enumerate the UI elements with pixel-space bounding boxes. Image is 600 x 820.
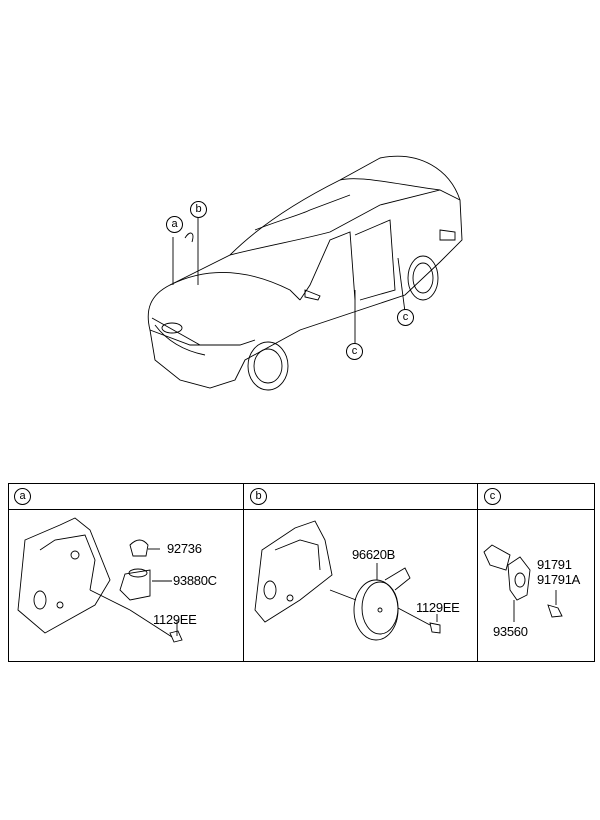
section-c (477, 509, 595, 662)
parts-table: a b c (8, 483, 595, 662)
part-label-1129EE: 1129EE (416, 600, 460, 615)
callout-c: c (346, 343, 363, 360)
part-92736-shape (129, 539, 149, 557)
door-switch-shape (507, 556, 531, 601)
part-label-91791: 91791 (537, 557, 572, 572)
section-header-c: c (477, 483, 595, 510)
section-b-marker: b (250, 488, 267, 505)
callout-a: a (166, 216, 183, 233)
part-label-92736: 92736 (167, 541, 202, 556)
section-a-marker: a (14, 488, 31, 505)
part-label-93880C: 93880C (173, 573, 217, 588)
part-label-93560: 93560 (493, 624, 528, 639)
section-c-marker: c (484, 488, 501, 505)
callout-c: c (397, 309, 414, 326)
callout-b: b (190, 201, 207, 218)
part-label-1129EE: 1129EE (153, 612, 197, 627)
part-label-96620B: 96620B (352, 547, 396, 562)
part-label-91791A: 91791A (537, 572, 581, 587)
car-illustration (147, 155, 463, 391)
section-a (8, 509, 244, 662)
section-header-b: b (243, 483, 478, 510)
